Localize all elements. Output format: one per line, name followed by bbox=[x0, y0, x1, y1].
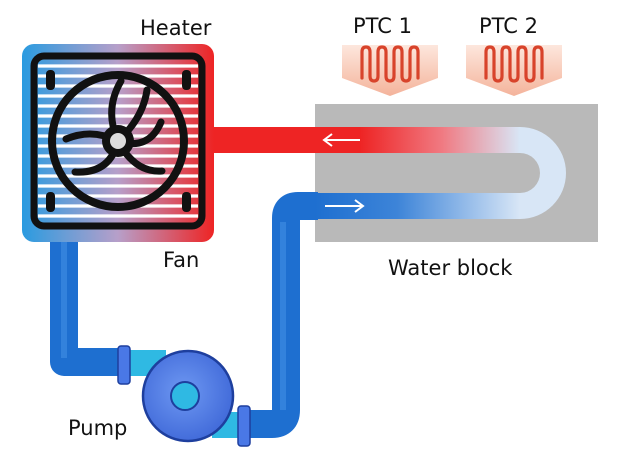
water-block-channel bbox=[315, 127, 566, 219]
pump-icon bbox=[117, 345, 251, 447]
return-pipe bbox=[50, 192, 318, 438]
arrow-left-icon bbox=[322, 133, 360, 147]
ptc1-label: PTC 1 bbox=[353, 14, 412, 38]
ptc2-label: PTC 2 bbox=[479, 14, 538, 38]
water-block-label: Water block bbox=[388, 256, 513, 280]
pump-label: Pump bbox=[68, 416, 128, 440]
fan-label: Fan bbox=[163, 248, 200, 272]
arrow-right-icon bbox=[325, 199, 365, 213]
hot-pipe bbox=[208, 127, 318, 153]
ptc2-icon bbox=[466, 45, 562, 96]
ptc1-icon bbox=[342, 45, 438, 96]
heater-label: Heater bbox=[140, 16, 212, 40]
fan-icon bbox=[48, 71, 188, 211]
